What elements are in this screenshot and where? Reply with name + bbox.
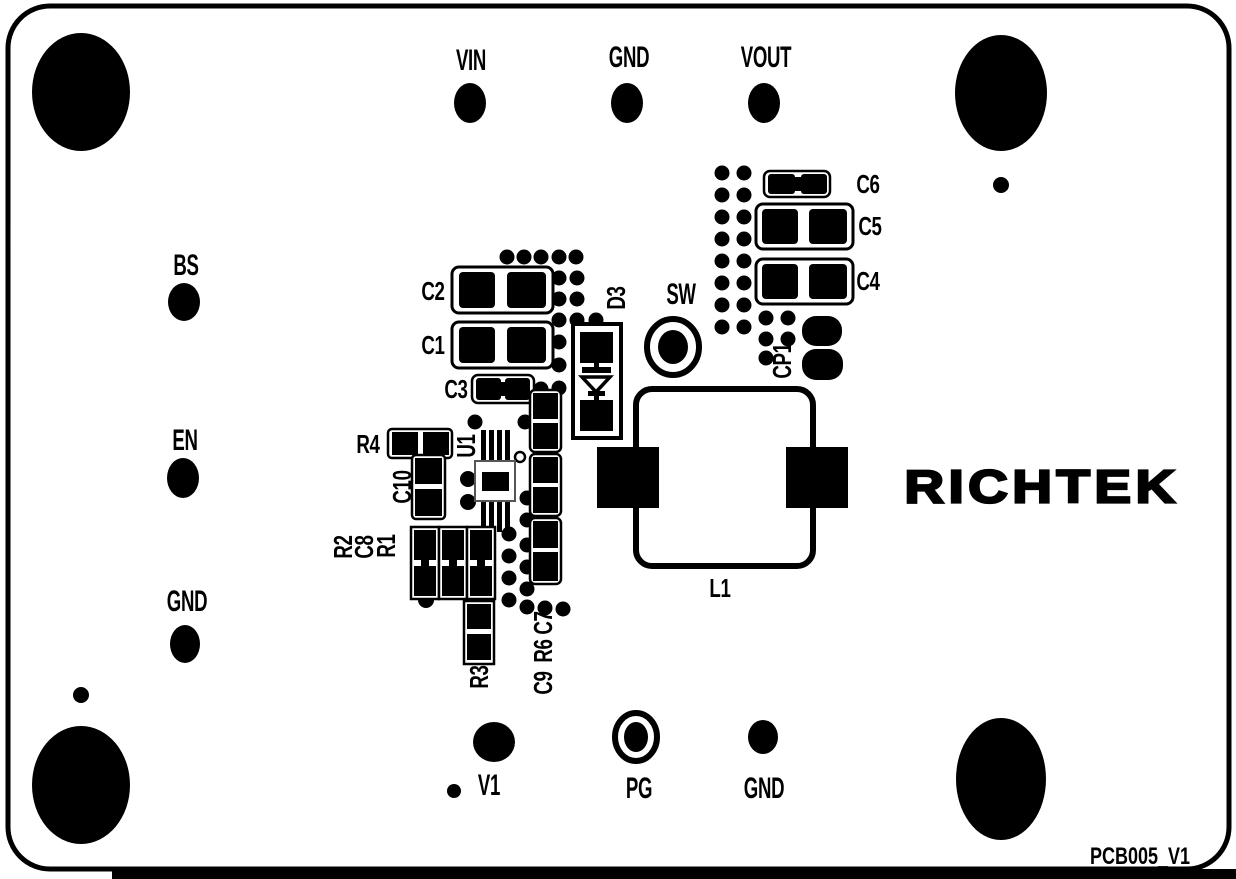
board-bottom-edge [112, 869, 1236, 879]
res-r3-footprint [462, 599, 496, 666]
label-gnd-left: GND [166, 585, 208, 618]
refdes-cp1: CP1 [767, 343, 797, 379]
testpoint-en-pad [167, 458, 199, 498]
mounting-hole-bottom-left [32, 726, 130, 844]
mounting-holes [32, 33, 1047, 844]
inductor-l1-footprint [597, 386, 848, 569]
richtek-logo: RICHTEK [903, 461, 1180, 513]
cap-c10-footprint [410, 453, 447, 521]
mounting-hole-top-left [32, 33, 130, 151]
refdes-c6: C6 [856, 169, 880, 199]
cap-c5-footprint [754, 202, 855, 251]
refdes-r4: R4 [356, 429, 380, 459]
ic-u1-pin1-mark [482, 472, 509, 491]
mounting-hole-bottom-right [956, 718, 1046, 840]
testpoint-vout-pad [748, 83, 780, 123]
cap-c2-footprint [450, 265, 555, 315]
label-en: EN [172, 424, 198, 457]
res-r1-footprint [465, 525, 497, 601]
refdes-c2: C2 [421, 276, 445, 306]
label-sw: SW [666, 278, 696, 311]
fiducial-top-right [993, 177, 1009, 193]
refdes-r1: R1 [371, 534, 401, 558]
label-v1: V1 [477, 769, 501, 802]
testpoint-bs-pad [168, 283, 200, 321]
label-pg: PG [625, 772, 653, 805]
testpoint-v1-pad [473, 722, 515, 762]
refdes-l1: L1 [709, 573, 731, 603]
testpoint-pg-pad [612, 710, 660, 764]
refdes-u1: U1 [451, 434, 481, 458]
fiducial-bottom-left [73, 687, 89, 703]
cap-cp1-footprint [802, 316, 843, 380]
ic-u1-footprint [474, 430, 516, 532]
label-gnd-bottom: GND [743, 772, 785, 805]
refdes-c7: C7 [528, 611, 558, 635]
cap-c7-footprint [528, 388, 563, 454]
refdes-c3: C3 [444, 374, 468, 404]
testpoint-gnd-left-pad [170, 625, 200, 663]
res-r6-footprint [528, 452, 563, 518]
fiducial-v1 [447, 784, 461, 798]
testpoint-vin-pad [454, 83, 486, 123]
refdes-c10: C10 [387, 470, 417, 504]
res-r2-footprint [409, 525, 441, 601]
mounting-hole-top-right [955, 35, 1047, 151]
label-bs: BS [173, 249, 199, 282]
diode-d3-footprint [571, 322, 623, 440]
res-r4-footprint [386, 427, 454, 460]
refdes-c1: C1 [421, 330, 445, 360]
label-gnd-top: GND [608, 41, 650, 74]
refdes-d3: D3 [601, 286, 631, 310]
label-vout: VOUT [740, 41, 792, 74]
refdes-r6: R6 [528, 639, 558, 663]
testpoint-gnd-bottom-pad [748, 720, 778, 754]
board-version-text: PCB005_V1 [1089, 843, 1191, 870]
cap-c8-footprint [437, 525, 469, 601]
cap-c6-footprint [762, 169, 832, 199]
testpoint-pads [167, 83, 780, 764]
label-vin: VIN [455, 44, 487, 77]
via-open [513, 450, 527, 464]
diode-cathode-bar [582, 367, 611, 373]
via-field-lower [418, 414, 571, 617]
testpoint-gnd-top-pad [611, 83, 643, 123]
refdes-c5: C5 [858, 211, 882, 241]
testpoint-sw-pad [644, 316, 702, 378]
refdes-r3: R3 [464, 665, 494, 689]
cap-c3-footprint [470, 373, 536, 405]
refdes-c9: C9 [528, 671, 558, 695]
via-field-right [714, 165, 796, 366]
cap-c9-footprint [528, 516, 563, 586]
cap-c4-footprint [754, 257, 855, 306]
diode-symbol [577, 375, 615, 395]
cap-c1-footprint [450, 320, 555, 370]
fiducial-dots [73, 177, 1009, 798]
refdes-c4: C4 [856, 266, 880, 296]
